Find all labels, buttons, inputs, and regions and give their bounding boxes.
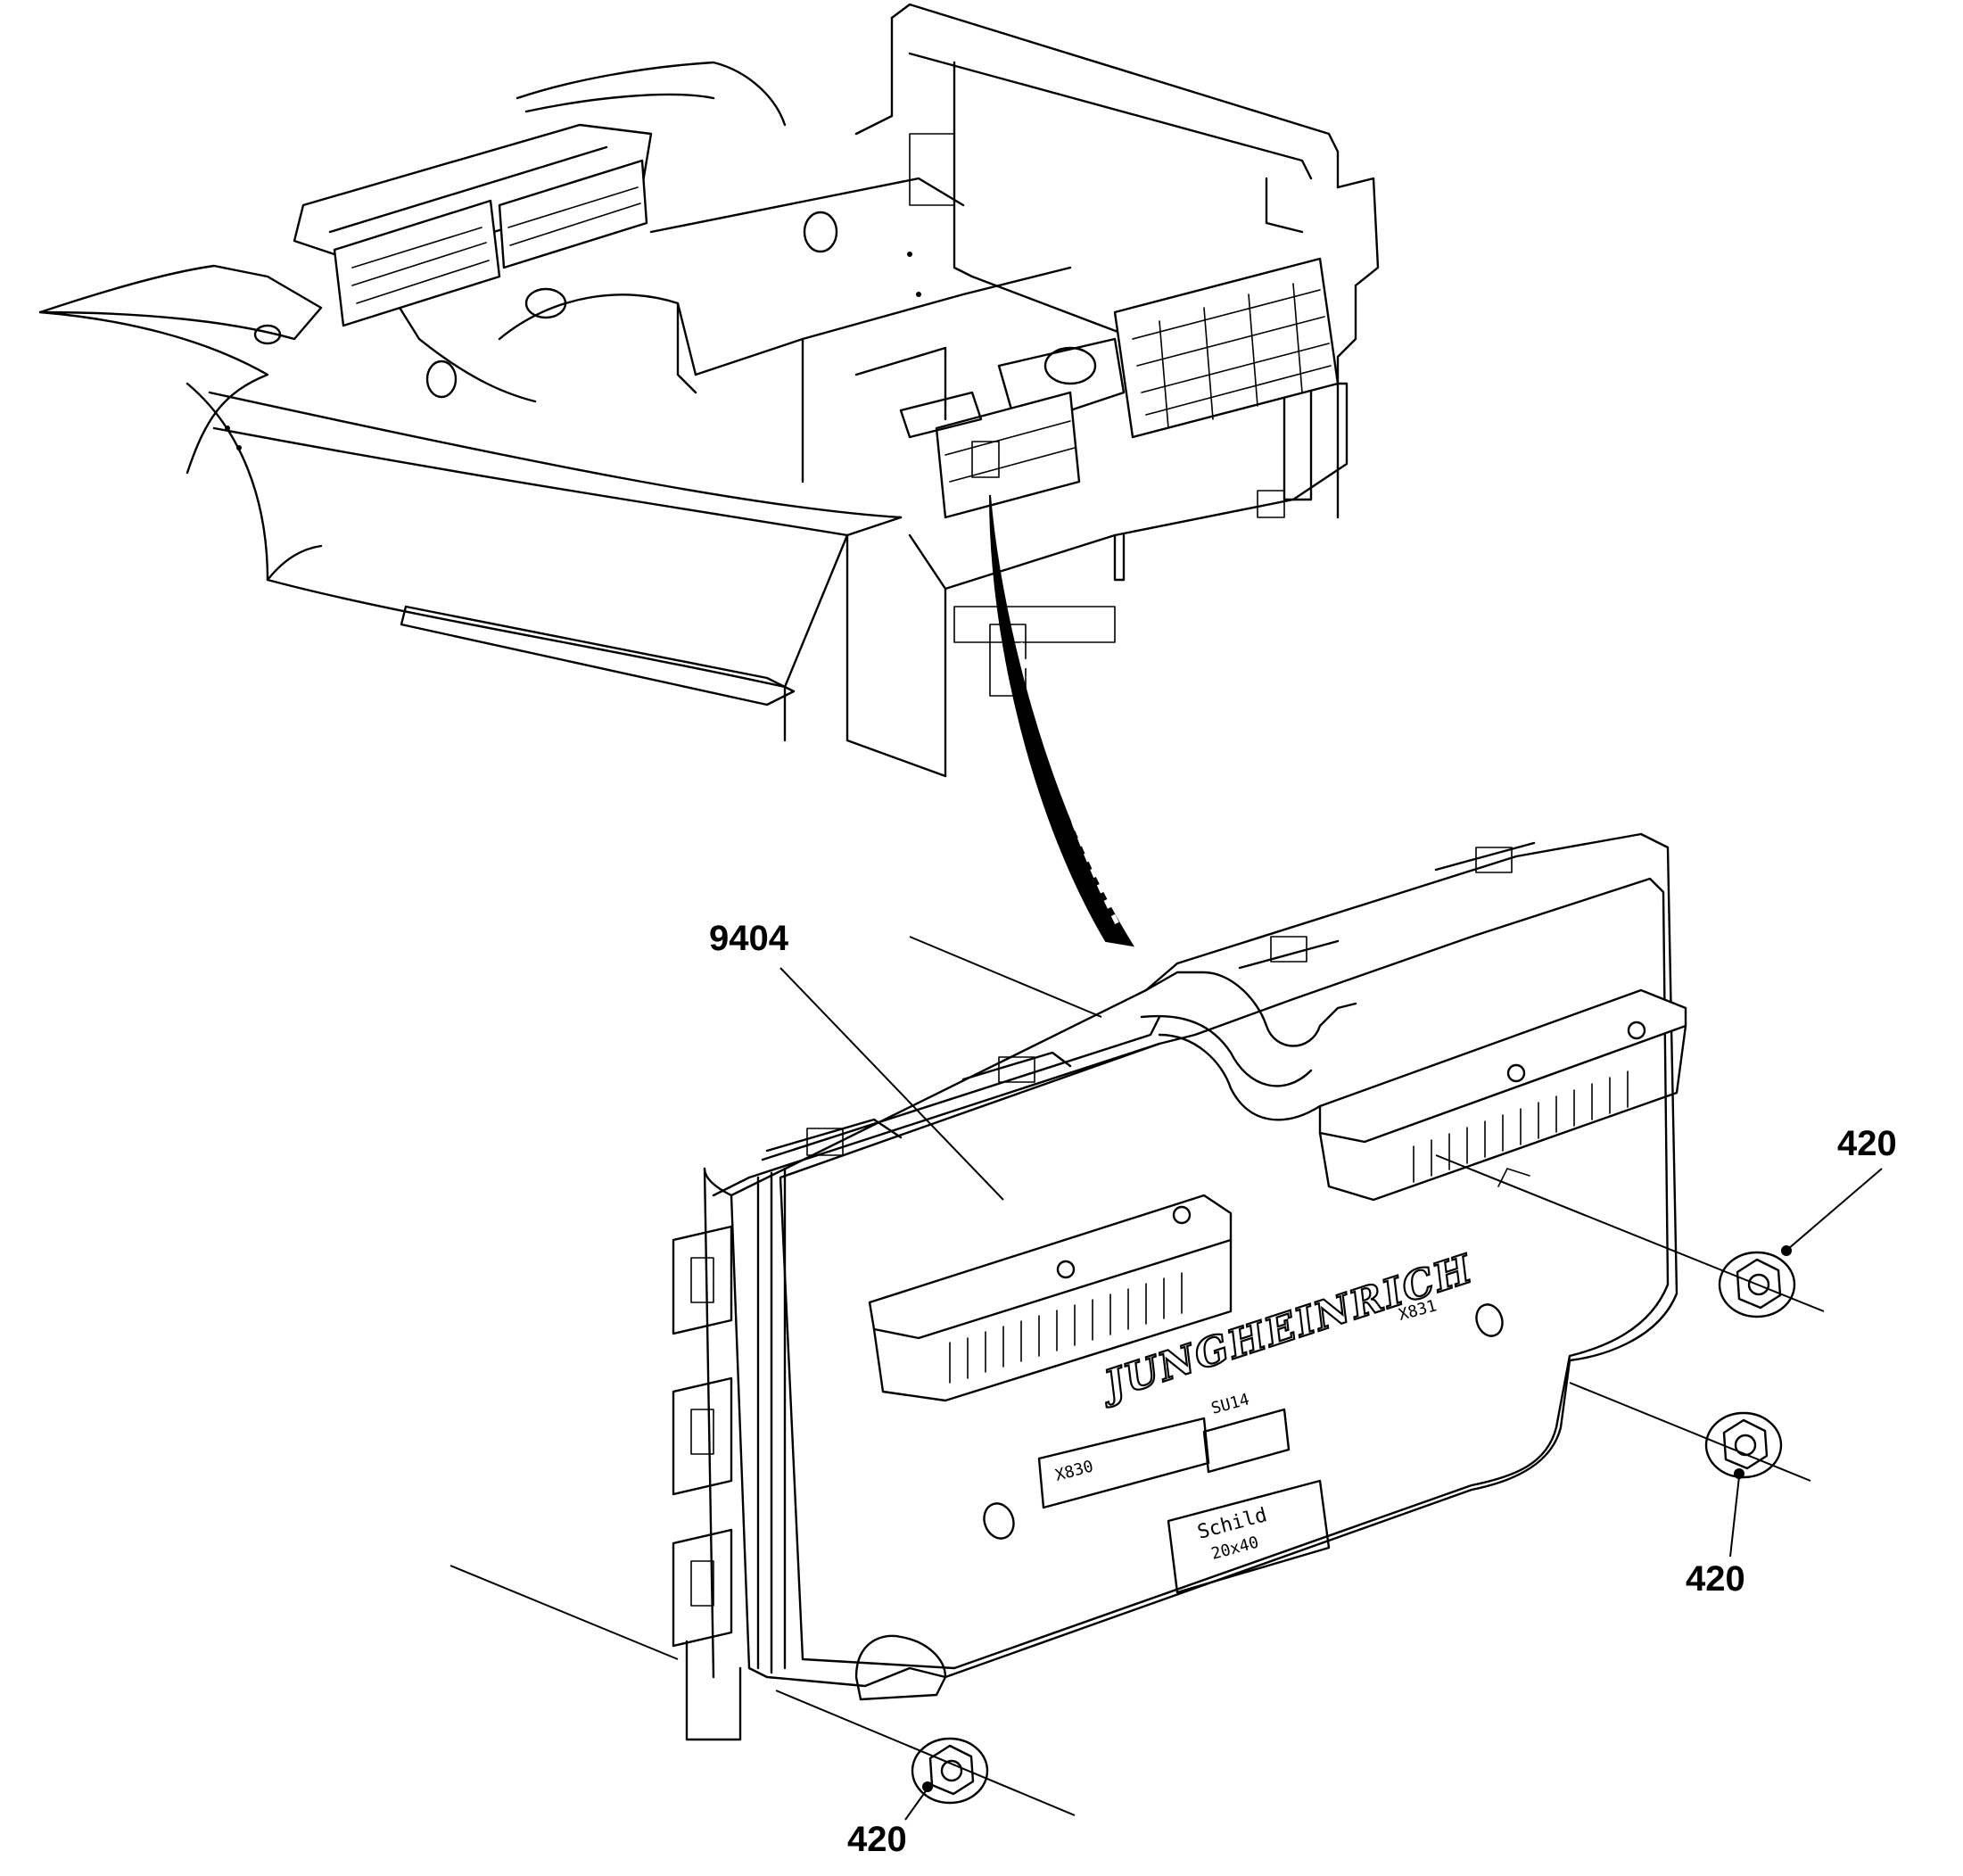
callout-420-bottom: 420	[847, 1781, 933, 1859]
callout-420-top-right: 420	[1781, 1124, 1897, 1256]
control-module: X830 SU14 X831 Schild 20x40 JUNGHEINRICH	[672, 832, 1687, 1741]
connector-x831	[1318, 988, 1687, 1202]
connector-x830	[868, 1194, 1233, 1402]
assembly-center-lines	[450, 936, 1825, 1816]
callout-label-420-b: 420	[1686, 1559, 1745, 1599]
callout-label-420-a: 420	[1837, 1124, 1897, 1163]
callout-label-420-c: 420	[847, 1820, 907, 1859]
connector-block-left	[333, 159, 648, 327]
curved-arrow-icon	[989, 494, 1135, 947]
flange-nut-icon	[1704, 1411, 1783, 1479]
callout-label-9404: 9404	[709, 919, 789, 958]
module-mount-location	[899, 391, 1081, 519]
callout-9404: 9404	[709, 919, 1004, 1201]
truck-chassis-assembly	[38, 3, 1380, 778]
callout-420-mid-right: 420	[1686, 1468, 1745, 1599]
electronics-cluster-right	[1113, 257, 1340, 439]
